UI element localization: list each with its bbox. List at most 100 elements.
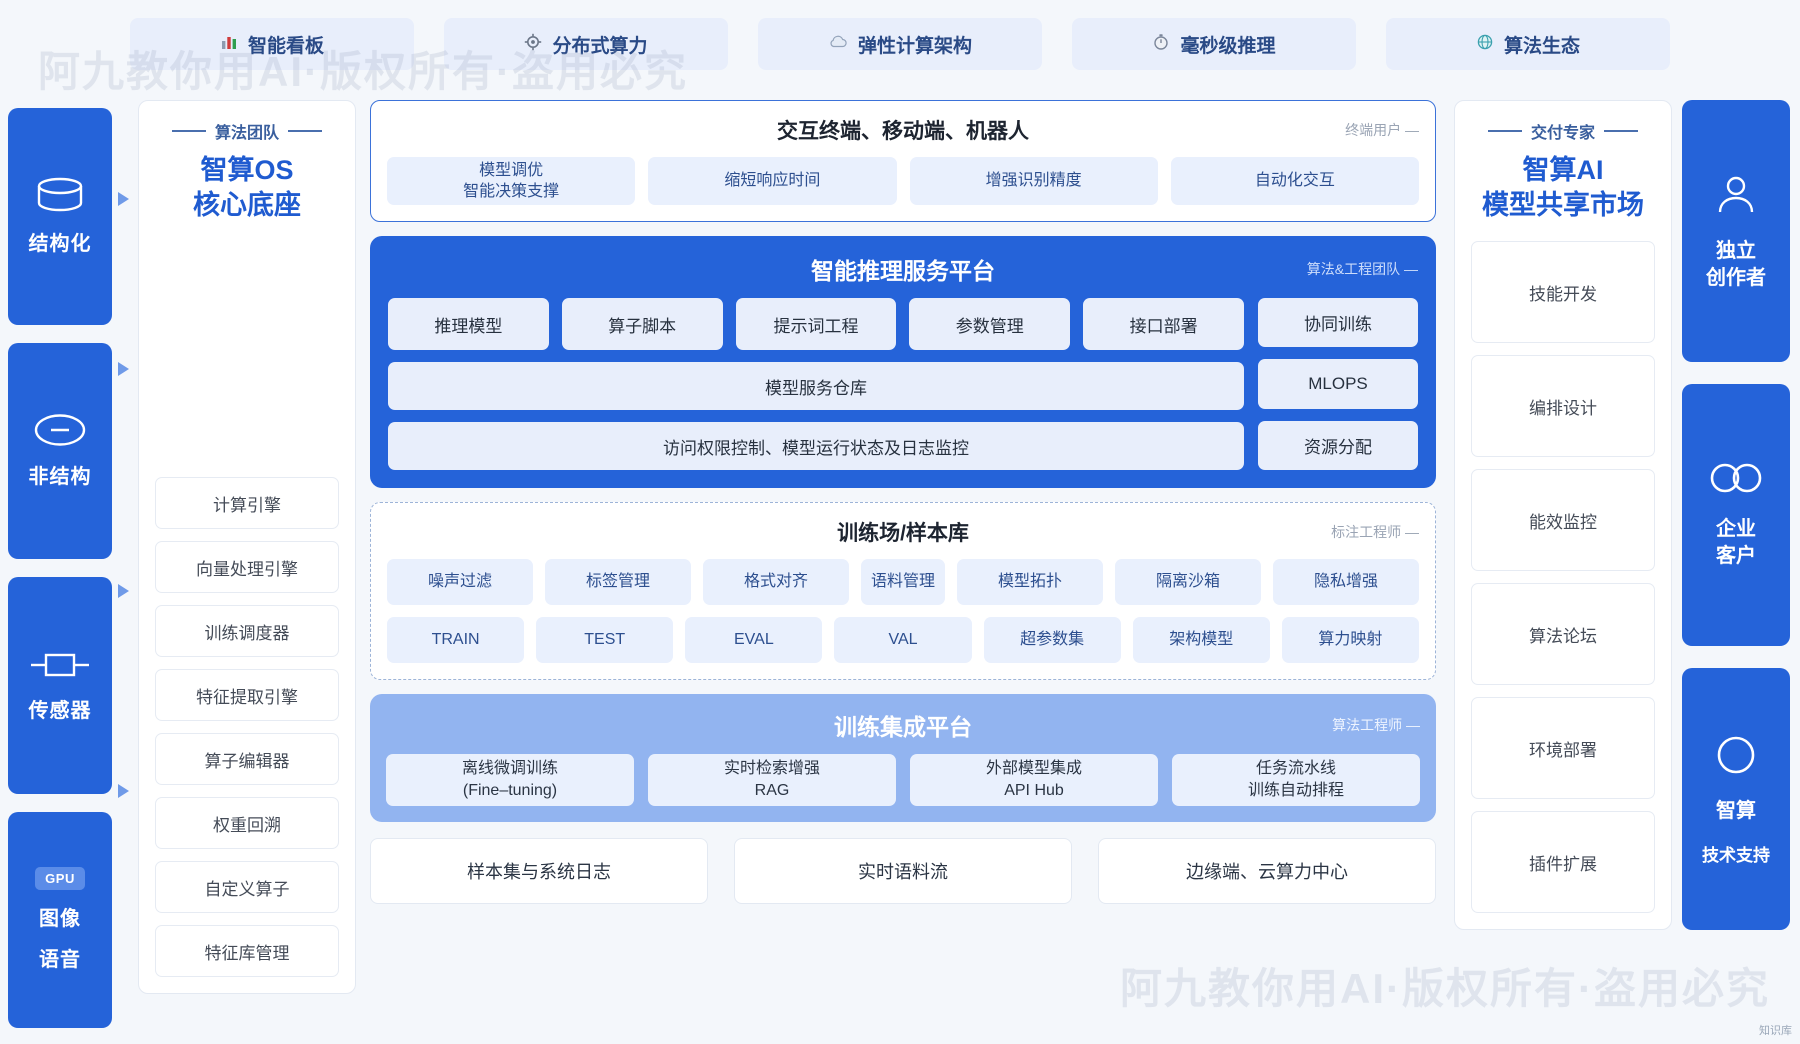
training-chip[interactable]: 标签管理 xyxy=(545,559,691,605)
market-item[interactable]: 编排设计 xyxy=(1471,355,1655,458)
knowledge-base-badge: 知识库 xyxy=(1759,1025,1792,1037)
training-chip[interactable]: 语料管理 xyxy=(861,559,945,605)
integration-chip[interactable]: 外部模型集成 API Hub xyxy=(910,754,1158,806)
chip-line1: 缩短响应时间 xyxy=(724,172,821,190)
integration-chip[interactable]: 离线微调训练 (Fine–tuning) xyxy=(386,754,634,806)
dataset-split-chip[interactable]: TEST xyxy=(536,617,674,663)
access-control-monitoring[interactable]: 访问权限控制、模型运行状态及日志监控 xyxy=(388,422,1244,470)
footer-box[interactable]: 实时语料流 xyxy=(734,838,1072,904)
inference-side-column: 协同训练 MLOPS 资源分配 xyxy=(1258,298,1418,470)
dataset-split-chip[interactable]: EVAL xyxy=(685,617,823,663)
market-item[interactable]: 技能开发 xyxy=(1471,241,1655,344)
bar-chart-icon xyxy=(220,33,238,55)
os-item[interactable]: 特征库管理 xyxy=(155,925,339,977)
user-icon xyxy=(1713,171,1759,222)
audience-card-independent-creator[interactable]: 独立 创作者 xyxy=(1682,100,1790,362)
double-circle-icon xyxy=(1705,461,1767,500)
os-column-eyebrow: 算法团队 xyxy=(155,119,339,143)
circle-icon xyxy=(1714,733,1758,782)
database-icon xyxy=(34,177,86,215)
dataset-split-chip[interactable]: VAL xyxy=(834,617,972,663)
inference-left: 推理模型 算子脚本 提示词工程 参数管理 接口部署 模型服务仓库 访问权限控制、… xyxy=(388,298,1244,470)
minus-circle-icon xyxy=(33,412,87,448)
footer-box[interactable]: 边缘端、云算力中心 xyxy=(1098,838,1436,904)
terminal-chip[interactable]: 自动化交互 xyxy=(1170,157,1419,205)
market-eyebrow-label: 交付专家 xyxy=(1530,125,1595,142)
chip-line2: 训练自动排程 xyxy=(1247,782,1344,799)
tab-millisecond-inference[interactable]: 毫秒级推理 xyxy=(1072,18,1356,70)
market-item[interactable]: 算法论坛 xyxy=(1471,583,1655,686)
integration-chip[interactable]: 任务流水线 训练自动排程 xyxy=(1172,754,1420,806)
tab-algorithm-ecosystem[interactable]: 算法生态 xyxy=(1386,18,1670,70)
market-column-heading: 智算AI 模型共享市场 xyxy=(1471,153,1655,223)
panel-title: 交互终端、移动端、机器人 xyxy=(777,120,1029,143)
os-item[interactable]: 计算引擎 xyxy=(155,477,339,529)
footer-box[interactable]: 样本集与系统日志 xyxy=(370,838,708,904)
inference-feature[interactable]: 算子脚本 xyxy=(561,298,723,350)
os-heading-line2: 核心底座 xyxy=(193,190,301,221)
center-column: 交互终端、移动端、机器人 终端用户 — 模型调优 智能决策支撑 缩短响应时间 增… xyxy=(356,92,1450,1042)
audience-card-enterprise[interactable]: 企业 客户 xyxy=(1682,384,1790,646)
market-item[interactable]: 环境部署 xyxy=(1471,697,1655,800)
inference-side-item[interactable]: 协同训练 xyxy=(1258,298,1418,348)
inference-feature[interactable]: 推理模型 xyxy=(388,298,549,350)
inference-side-item[interactable]: MLOPS xyxy=(1258,359,1418,409)
inference-feature[interactable]: 接口部署 xyxy=(1083,298,1244,350)
panel-actor-label: 终端用户 — xyxy=(1345,122,1419,138)
dataset-split-chip[interactable]: TRAIN xyxy=(387,617,525,663)
audience-line1: 独立 xyxy=(1716,239,1756,262)
audience-label: 独立 创作者 xyxy=(1706,238,1766,292)
panel-actor-label: 标注工程师 — xyxy=(1331,524,1419,540)
inference-side-item[interactable]: 资源分配 xyxy=(1258,420,1418,470)
inference-feature[interactable]: 参数管理 xyxy=(909,298,1071,350)
audience-card-tech-support[interactable]: 智算 技术支持 xyxy=(1682,668,1790,930)
chip-line1: 自动化交互 xyxy=(1254,172,1335,190)
integration-title-row: 训练集成平台 算法工程师 — xyxy=(386,708,1420,742)
dataset-split-chip[interactable]: 算力映射 xyxy=(1281,617,1419,663)
source-label: 传感器 xyxy=(28,699,92,722)
dataset-split-chip[interactable]: 架构模型 xyxy=(1132,617,1270,663)
market-item[interactable]: 插件扩展 xyxy=(1471,811,1655,913)
tab-smart-dashboard[interactable]: 智能看板 xyxy=(130,18,414,70)
os-item[interactable]: 向量处理引擎 xyxy=(155,541,339,593)
terminal-chip[interactable]: 缩短响应时间 xyxy=(648,157,897,205)
training-chip[interactable]: 噪声过滤 xyxy=(387,559,533,605)
os-item[interactable]: 权重回溯 xyxy=(155,797,339,849)
os-column-heading: 智算OS 核心底座 xyxy=(155,153,339,223)
os-item[interactable]: 训练调度器 xyxy=(155,605,339,657)
os-item[interactable]: 特征提取引擎 xyxy=(155,669,339,721)
dataset-split-chip[interactable]: 超参数集 xyxy=(983,617,1121,663)
audience-sublabel: 技术支持 xyxy=(1702,845,1770,865)
arrow-right-icon xyxy=(118,192,129,206)
tab-distributed-compute[interactable]: 分布式算力 xyxy=(444,18,728,70)
source-card-sensor[interactable]: 传感器 xyxy=(8,577,112,794)
training-ground-panel: 训练场/样本库 标注工程师 — 噪声过滤 标签管理 格式对齐 语料管理 模型拓扑… xyxy=(370,502,1436,680)
source-label-secondary: 语音 xyxy=(39,949,81,972)
audience-column: 独立 创作者 企业 客户 智算 技术支持 xyxy=(1682,92,1790,1042)
main-area: 结构化 非结构 传感器 GPU 图像 语音 xyxy=(0,92,1800,1042)
model-service-repository[interactable]: 模型服务仓库 xyxy=(388,362,1244,410)
tab-elastic-compute[interactable]: 弹性计算架构 xyxy=(758,18,1042,70)
source-label: 结构化 xyxy=(28,232,92,255)
market-item[interactable]: 能效监控 xyxy=(1471,469,1655,572)
integration-chip[interactable]: 实时检索增强 RAG xyxy=(648,754,896,806)
terminal-chip[interactable]: 增强识别精度 xyxy=(909,157,1158,205)
training-chip[interactable]: 隔离沙箱 xyxy=(1115,559,1261,605)
terminal-chip[interactable]: 模型调优 智能决策支撑 xyxy=(387,157,636,205)
os-item[interactable]: 算子编辑器 xyxy=(155,733,339,785)
integration-chip-row: 离线微调训练 (Fine–tuning) 实时检索增强 RAG 外部模型集成 A… xyxy=(386,754,1420,806)
inference-feature[interactable]: 提示词工程 xyxy=(735,298,897,350)
training-chip[interactable]: 隐私增强 xyxy=(1273,559,1419,605)
terminals-chip-row: 模型调优 智能决策支撑 缩短响应时间 增强识别精度 自动化交互 xyxy=(387,157,1419,205)
source-card-image-audio[interactable]: GPU 图像 语音 xyxy=(8,811,112,1028)
chip-line1: 离线微调训练 xyxy=(461,759,558,777)
stopwatch-icon xyxy=(1152,33,1170,55)
training-chip[interactable]: 模型拓扑 xyxy=(957,559,1103,605)
training-chip[interactable]: 格式对齐 xyxy=(703,559,849,605)
panel-title: 训练集成平台 xyxy=(834,714,972,740)
arrow-right-icon xyxy=(118,362,129,376)
os-item[interactable]: 自定义算子 xyxy=(155,861,339,913)
source-card-unstructured[interactable]: 非结构 xyxy=(8,342,112,559)
source-card-structured[interactable]: 结构化 xyxy=(8,108,112,325)
training-title-row: 训练场/样本库 标注工程师 — xyxy=(387,517,1419,547)
